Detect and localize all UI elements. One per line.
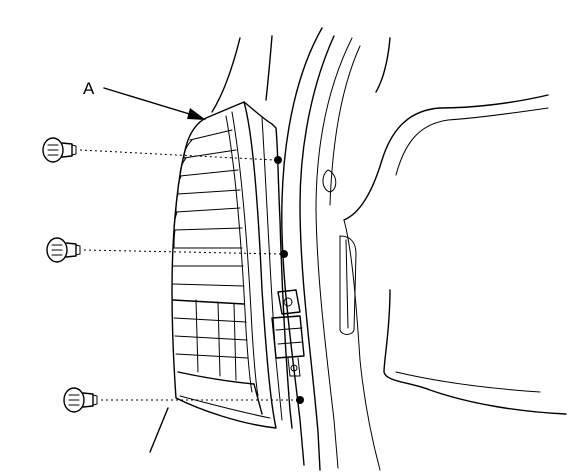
vehicle-body-panel <box>149 27 567 471</box>
bolt-middle <box>46 237 81 263</box>
leader-upper <box>79 149 275 161</box>
bolt-upper <box>42 137 77 163</box>
callout-arrowhead <box>187 108 206 120</box>
mounting-flange <box>243 101 305 429</box>
callout-a: A <box>83 79 206 120</box>
bolt-hole-lower <box>296 396 304 404</box>
tail-lamp-assembly <box>171 101 277 429</box>
lamp-connector-bracket <box>271 289 305 377</box>
bolt-hole-middle <box>280 250 288 258</box>
callout-label-a: A <box>83 79 95 98</box>
leader-middle <box>83 249 281 255</box>
bolt-hole-upper <box>274 156 282 164</box>
bolt-lower <box>63 387 98 413</box>
